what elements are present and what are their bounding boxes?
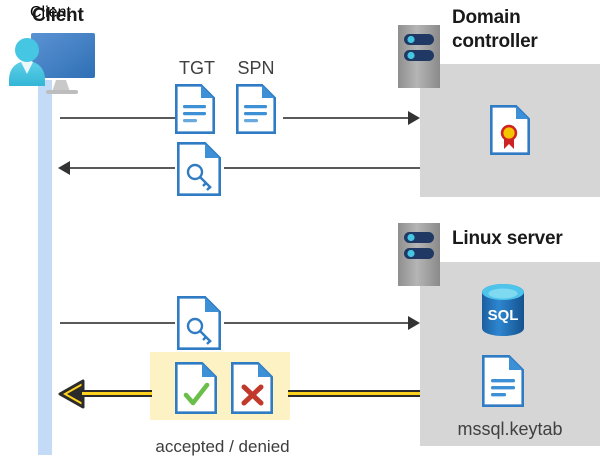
message-4-line-right — [288, 390, 420, 397]
linux-server-server-icon — [398, 223, 440, 286]
keytab-filename-label: mssql.keytab — [457, 419, 563, 439]
service-ticket-key-document-icon-2 — [177, 296, 221, 350]
keytab-document-icon — [482, 355, 524, 407]
client-lifeline — [38, 80, 52, 455]
tgt-document-icon — [175, 84, 215, 134]
message-1-line-right — [283, 117, 413, 119]
message-3-arrowhead — [408, 316, 420, 330]
linux-server-label: Linux server — [452, 228, 563, 249]
message-1-line-left — [60, 117, 175, 119]
domain-controller-label-line2: controller — [452, 31, 538, 52]
sql-database-icon: SQL — [479, 282, 527, 338]
client-title: Client — [30, 4, 71, 21]
message-3-line-right — [224, 322, 414, 324]
message-3-line-left — [60, 322, 175, 324]
domain-controller-label-line1: Domain — [452, 7, 521, 28]
user-monitor-icon — [4, 28, 104, 100]
certificate-document-icon — [490, 105, 530, 155]
accepted-denied-caption: accepted / denied — [155, 437, 290, 456]
message-2-line-left — [70, 167, 175, 169]
message-2-line-right — [224, 167, 420, 169]
client-label: Client — [32, 5, 84, 26]
message-2-arrowhead — [58, 161, 70, 175]
message-1-arrowhead — [408, 111, 420, 125]
spn-document-icon — [236, 84, 276, 134]
domain-controller-server-icon — [398, 25, 440, 88]
spn-label: SPN — [237, 58, 275, 78]
accepted-document-icon — [175, 362, 217, 414]
service-ticket-key-document-icon — [177, 142, 221, 196]
tgt-label: TGT — [179, 58, 215, 78]
svg-text:SQL: SQL — [488, 307, 519, 324]
message-4-line-left — [82, 390, 152, 397]
denied-document-icon — [231, 362, 273, 414]
